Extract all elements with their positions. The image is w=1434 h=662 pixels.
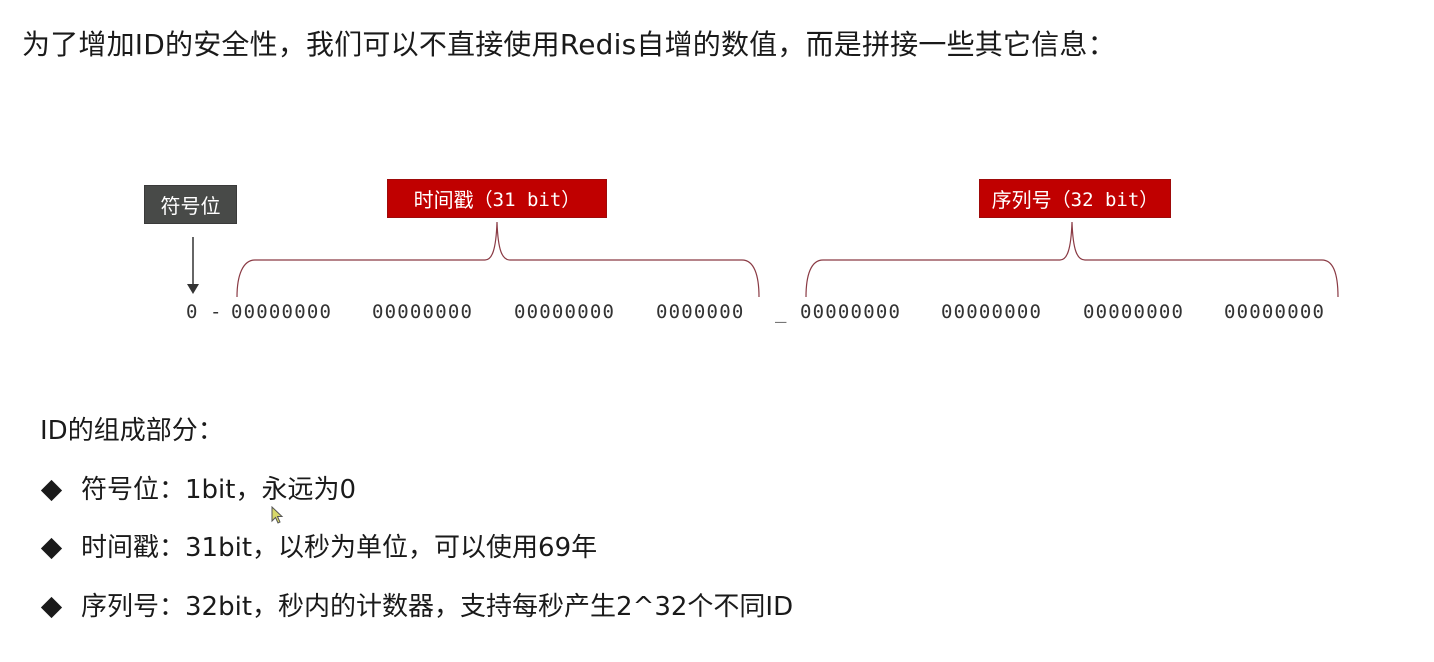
mouse-cursor-icon [271, 506, 284, 524]
section-title: ID的组成部分： [40, 416, 224, 446]
sequence-label-bits: （32 bit） [1051, 189, 1159, 211]
bullet-text: ：1bit，永远为0 [159, 475, 357, 505]
sequence-label-text: 序列号 [991, 188, 1052, 212]
bullet-label: 时间戳 [81, 533, 160, 563]
diamond-bullet-icon [40, 596, 63, 618]
bullet-item-sign: 符号位：1bit，永远为0 [40, 472, 356, 508]
separator-1: - [210, 301, 223, 323]
bullet-text: ：32bit，秒内的计数器，支持每秒产生2^32个不同ID [159, 592, 794, 622]
diamond-bullet-icon [40, 537, 63, 559]
timestamp-byte-1: 00000000 [231, 301, 333, 323]
timestamp-label-text: 时间戳 [413, 188, 474, 212]
sequence-byte-2: 00000000 [941, 301, 1043, 323]
timestamp-byte-3: 00000000 [514, 301, 616, 323]
timestamp-label: 时间戳（31 bit） [387, 179, 607, 218]
timestamp-label-bits: （31 bit） [473, 189, 581, 211]
sign-bit-value: 0 [186, 301, 199, 323]
bullet-text: ：31bit，以秒为单位，可以使用69年 [159, 533, 598, 563]
diamond-bullet-icon [40, 479, 63, 501]
page-heading: 为了增加ID的安全性，我们可以不直接使用Redis自增的数值，而是拼接一些其它信… [22, 28, 1116, 61]
bullet-label: 序列号 [81, 592, 160, 622]
down-arrow-icon [187, 237, 199, 294]
bullet-item-timestamp: 时间戳：31bit，以秒为单位，可以使用69年 [40, 530, 597, 566]
timestamp-brace [236, 221, 760, 298]
sequence-brace [805, 221, 1339, 298]
sequence-byte-1: 00000000 [800, 301, 902, 323]
sequence-byte-3: 00000000 [1083, 301, 1185, 323]
sign-bit-label: 符号位 [144, 185, 237, 224]
sequence-byte-4: 00000000 [1224, 301, 1326, 323]
timestamp-byte-2: 00000000 [372, 301, 474, 323]
sequence-label: 序列号（32 bit） [979, 179, 1171, 218]
sign-bit-label-text: 符号位 [160, 194, 221, 218]
bullet-item-sequence: 序列号：32bit，秒内的计数器，支持每秒产生2^32个不同ID [40, 589, 793, 625]
bullet-label: 符号位 [81, 475, 160, 505]
timestamp-byte-4: 0000000 [656, 301, 745, 323]
separator-2: _ [775, 301, 788, 323]
